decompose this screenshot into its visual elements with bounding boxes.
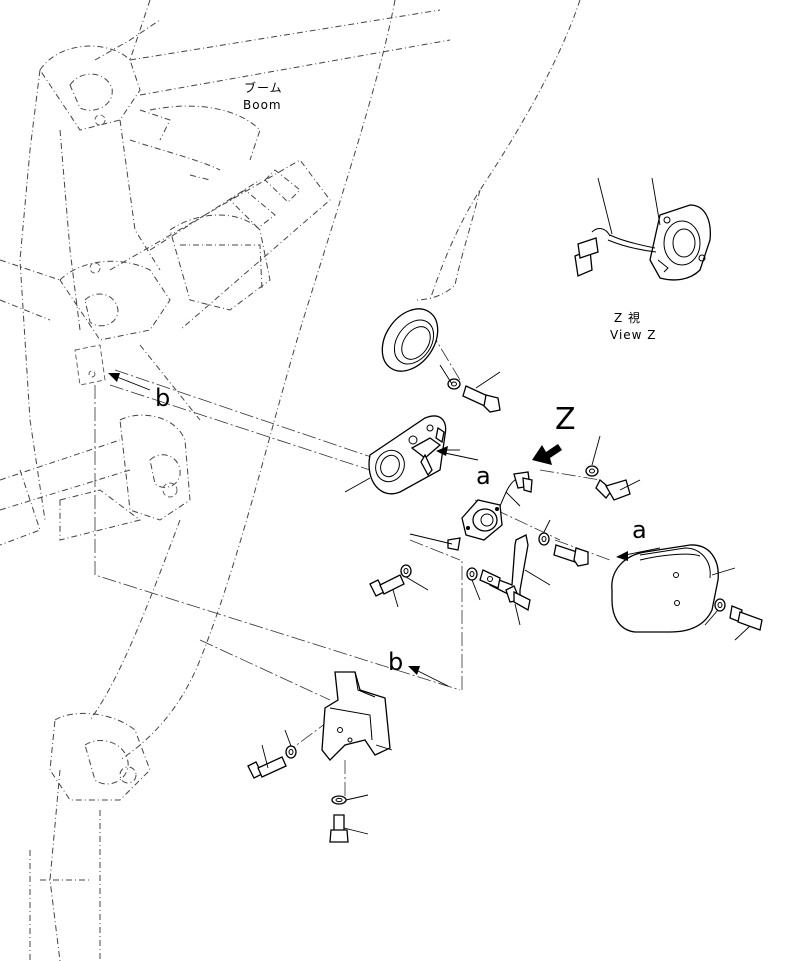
arrow-a-center <box>436 446 479 461</box>
arrow-b-upper <box>108 373 151 391</box>
washer-lower-left <box>285 745 297 759</box>
bolt-cover <box>729 605 763 631</box>
sensor-bracket-plate <box>368 415 447 495</box>
boom-phantom-outline <box>0 0 581 961</box>
reference-z: Z <box>555 402 576 437</box>
washer-top <box>447 378 461 390</box>
reference-b-lower: b <box>388 648 404 676</box>
washer-mid-right <box>538 532 550 546</box>
assembly-guide-lines <box>94 329 611 800</box>
sensor-lever <box>479 534 529 602</box>
reference-b-upper: b <box>155 384 171 412</box>
harness-bracket <box>321 671 391 761</box>
reference-a-center: a <box>476 462 491 490</box>
bolt-left <box>369 574 405 597</box>
view-z-sensor <box>574 204 711 281</box>
bolt-bottom <box>329 814 349 843</box>
bolt-center <box>505 585 531 612</box>
washer-cover <box>714 598 726 612</box>
arrow-z <box>532 444 562 465</box>
washer-mid-left <box>400 564 412 578</box>
boom-label-en: Boom <box>243 98 282 112</box>
key-pin <box>447 537 461 551</box>
seal-ring <box>381 308 439 372</box>
washer-bottom <box>331 795 347 805</box>
washer-mid-center <box>466 567 478 581</box>
washer-upper-right <box>585 465 599 477</box>
view-z-label-jp: Z 視 <box>614 311 642 325</box>
angle-sensor <box>461 471 533 541</box>
bolt-lower-left <box>247 756 287 779</box>
arrow-b-lower <box>408 666 449 687</box>
arrow-a-right <box>616 547 661 561</box>
boom-label-jp: ブーム <box>244 81 283 95</box>
view-z-label-en: View Z <box>610 328 657 342</box>
leader-lines <box>261 177 751 835</box>
bolt-upper-right <box>595 478 631 501</box>
sensor-cover <box>611 544 719 633</box>
bolt-right-mid <box>553 544 589 567</box>
bolt-top <box>462 385 501 413</box>
reference-a-right: a <box>632 516 647 544</box>
